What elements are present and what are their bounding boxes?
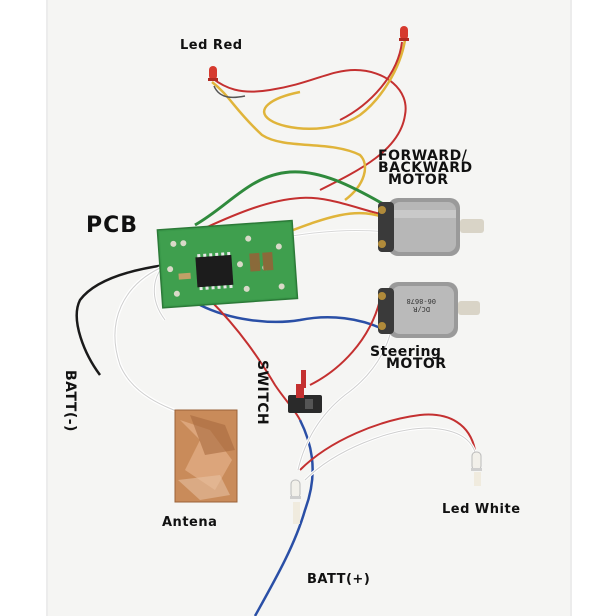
led-white-right <box>471 451 482 486</box>
steering-motor: 06-8678 DC/R <box>378 282 480 338</box>
steering-motor-marking-top: 06-8678 <box>406 297 436 305</box>
label-pcb: PCB <box>86 213 139 238</box>
label-antena: Antena <box>162 515 218 530</box>
power-switch <box>288 370 322 413</box>
label-forward-backward-motor: FORWARD/ BACKWARD MOTOR <box>378 148 473 188</box>
label-led-red: Led Red <box>180 38 243 53</box>
pcb-board <box>156 219 299 309</box>
led-white-left <box>290 479 301 524</box>
led-red-left <box>208 66 218 81</box>
label-switch: SWITCH <box>254 360 270 426</box>
label-led-white: Led White <box>442 502 521 517</box>
label-steering-line: Steering <box>370 344 442 360</box>
antenna-copper-foil <box>174 409 238 503</box>
label-steering-motor-line: MOTOR <box>386 356 447 372</box>
steering-motor-marking-bottom: DC/R <box>412 305 430 313</box>
label-forward-line: FORWARD/ <box>378 148 468 164</box>
led-red-right <box>399 26 409 41</box>
forward-backward-motor <box>378 198 484 256</box>
label-steering-motor: Steering MOTOR <box>370 344 447 372</box>
label-backward-line: BACKWARD <box>378 160 473 176</box>
label-batt-negative: BATT(-) <box>62 370 78 432</box>
label-motor-line: MOTOR <box>388 172 449 188</box>
label-batt-positive: BATT(+) <box>307 572 371 587</box>
